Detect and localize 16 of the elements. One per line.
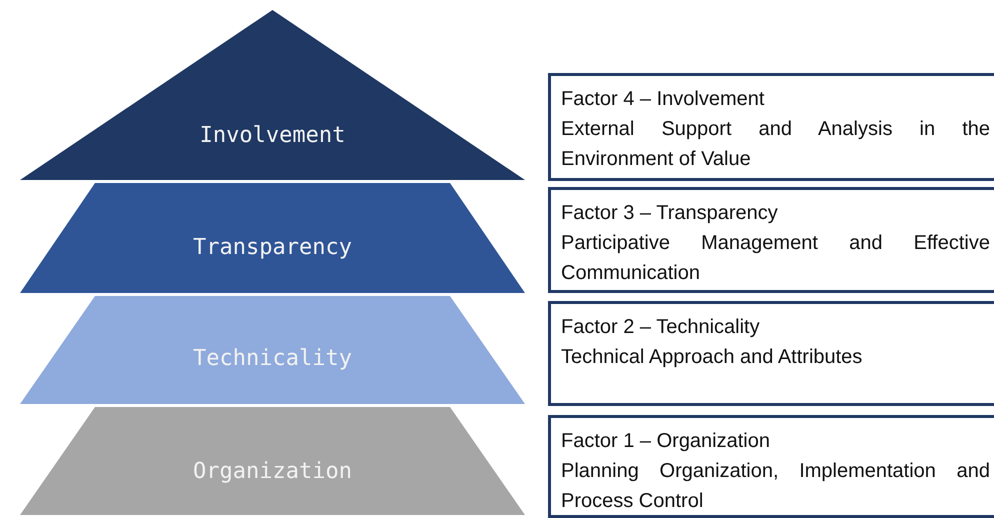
factor-description: Participative Management and Effective Communication (561, 231, 990, 286)
factor-box (548, 301, 994, 406)
layer-label: Transparency (192, 235, 353, 260)
factor-heading: Factor 2 – Technicality (561, 315, 761, 340)
factor-heading: Factor 4 – Involvement (561, 87, 766, 112)
layer-label: Involvement (198, 123, 346, 148)
factor-box (548, 187, 994, 293)
factor-description: External Support and Analysis in the Environment of Value (561, 117, 990, 172)
layer-label: Technicality (192, 346, 353, 371)
factor-heading: Factor 3 – Transparency (561, 201, 779, 226)
factor-description: Technical Approach and Attributes (561, 345, 864, 370)
layer-label: Organization (192, 459, 353, 484)
factor-heading: Factor 1 – Organization (561, 429, 771, 454)
factor-box (548, 415, 994, 518)
factor-box (548, 73, 994, 181)
factor-description: Planning Organization, Implementation and Process Control (561, 459, 990, 514)
